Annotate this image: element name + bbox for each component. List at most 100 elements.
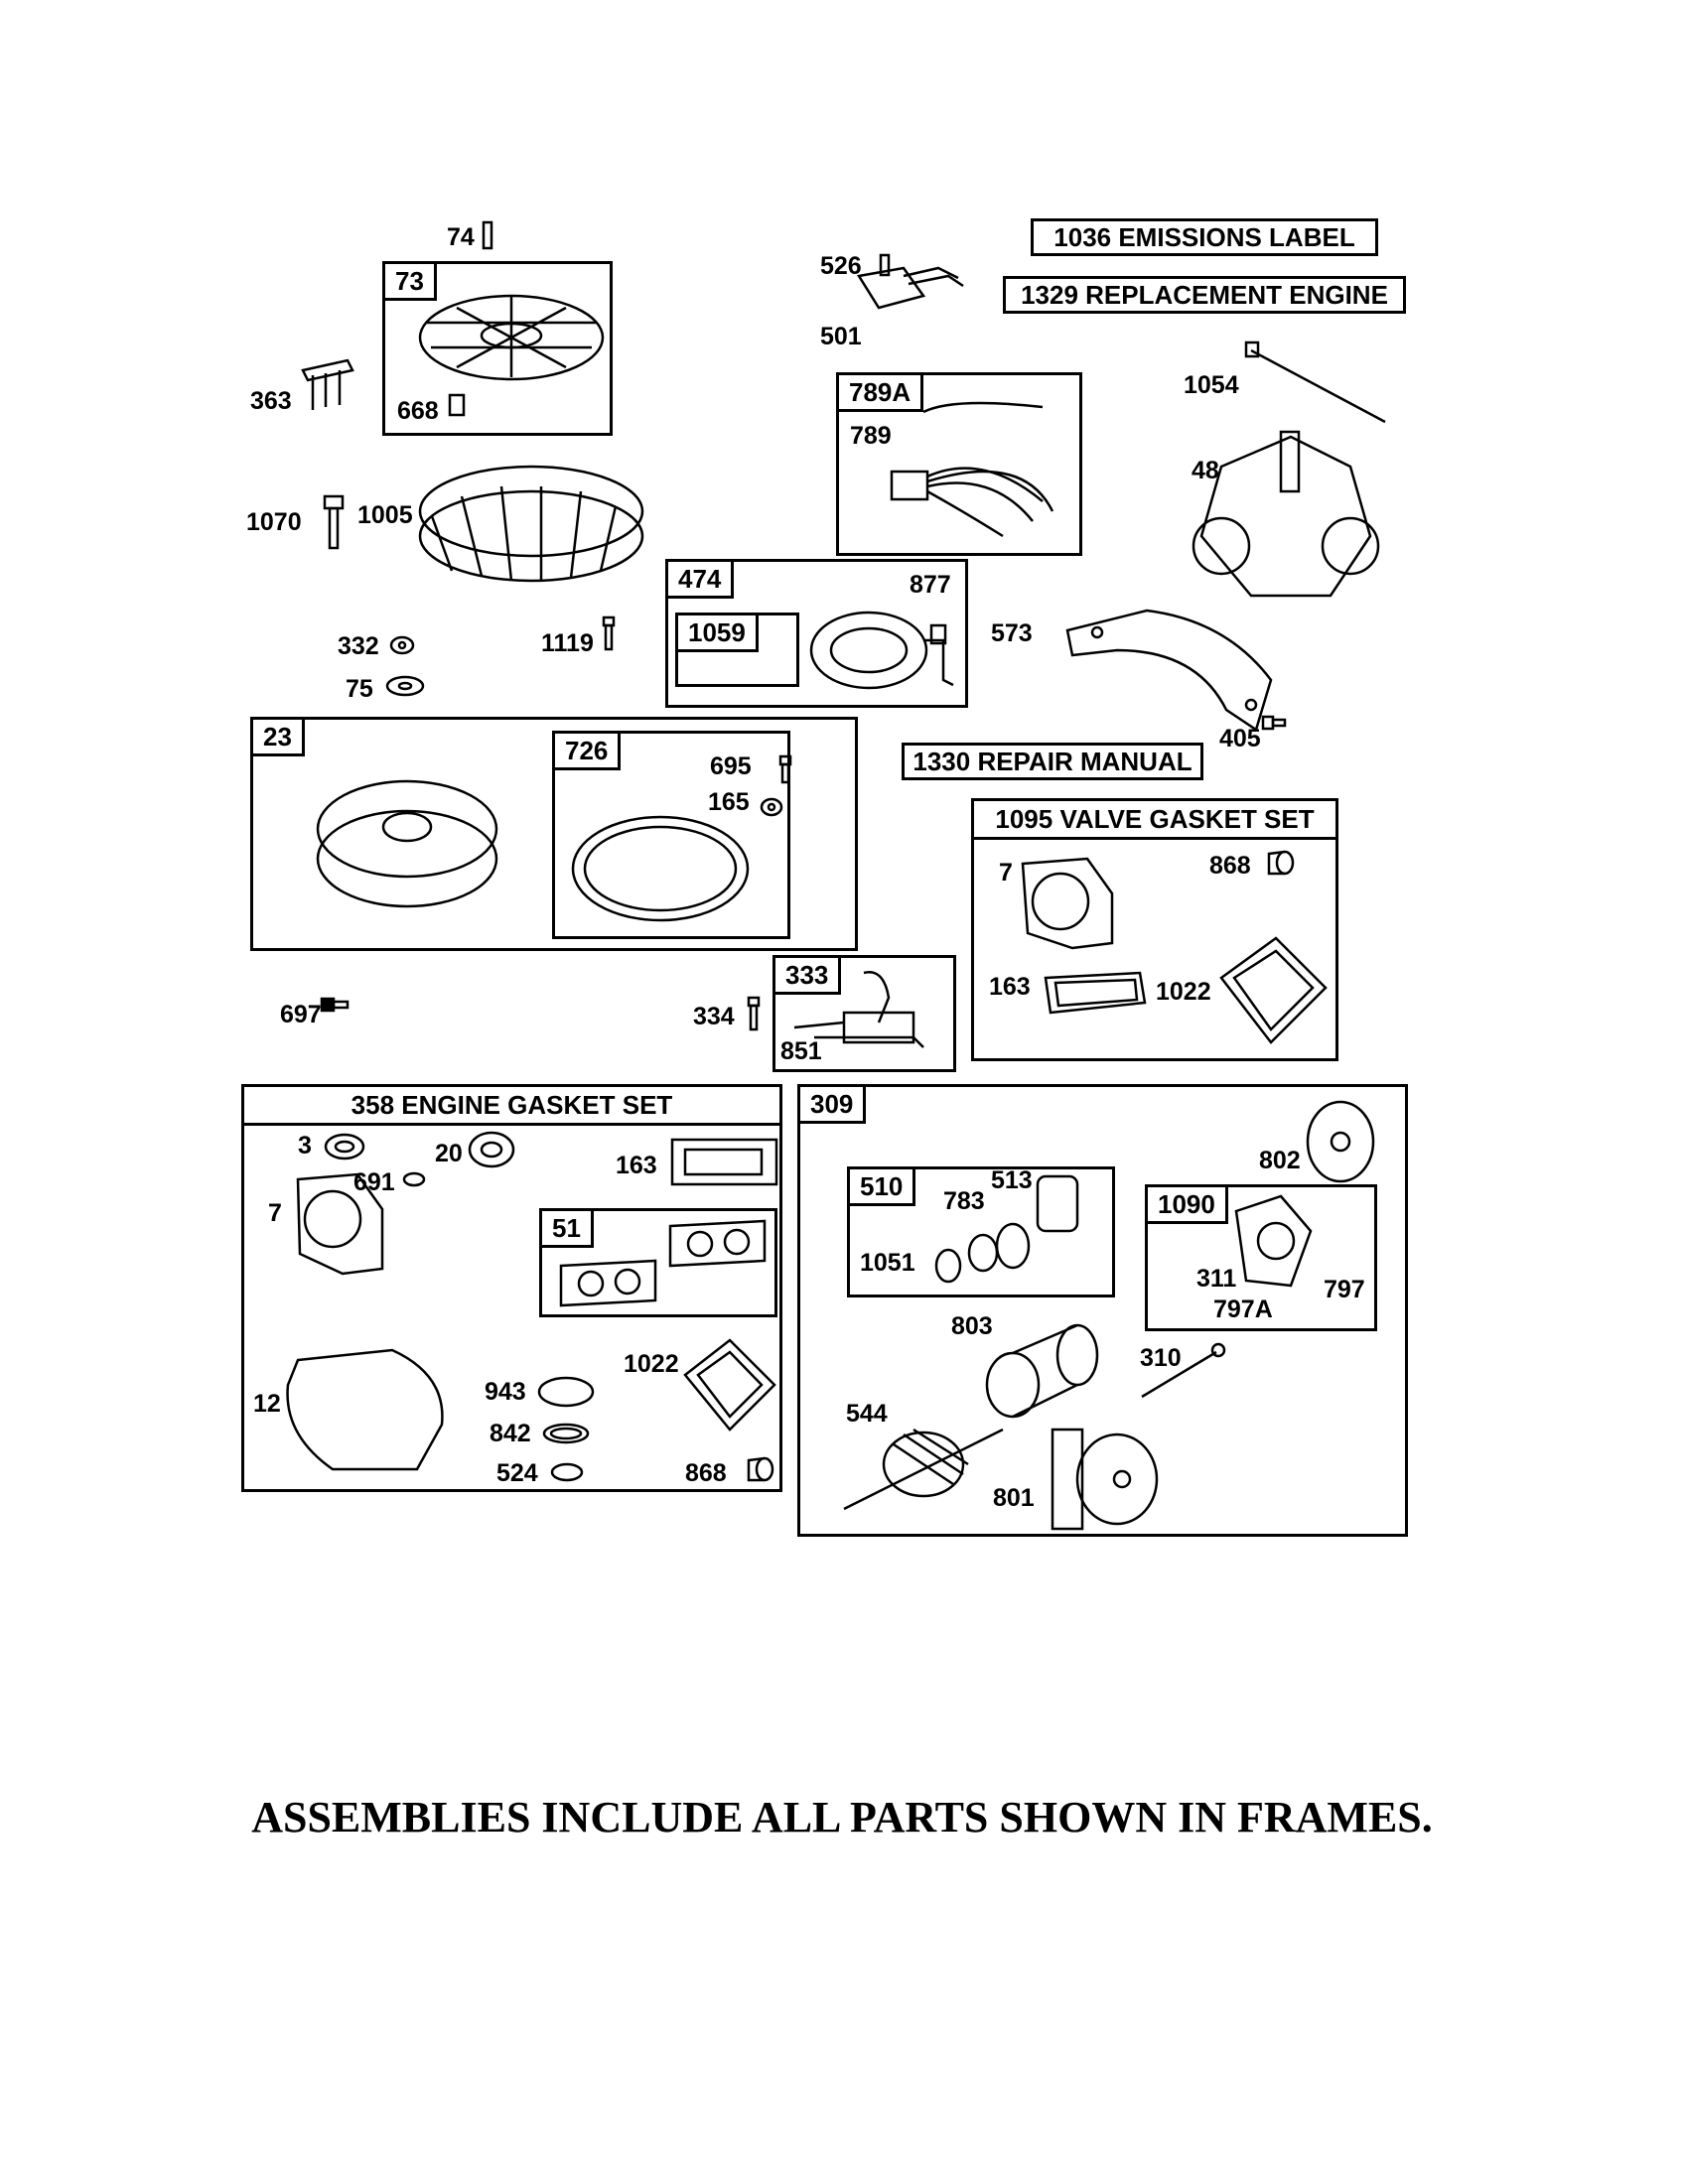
label-544: 544 bbox=[846, 1400, 888, 1428]
frame-51: 51 bbox=[539, 1208, 777, 1317]
label-311: 311 bbox=[1196, 1265, 1237, 1293]
flywheel-23-drawing bbox=[316, 779, 498, 908]
label-851: 851 bbox=[780, 1037, 822, 1065]
frame-726-tag: 726 bbox=[555, 734, 622, 770]
end-cap-801-drawing bbox=[1051, 1428, 1159, 1531]
alternator-877-drawing bbox=[809, 611, 954, 690]
frame-23-tag: 23 bbox=[253, 720, 305, 756]
label-573: 573 bbox=[991, 619, 1033, 647]
armature-544-drawing bbox=[843, 1428, 1004, 1511]
frame-51-tag: 51 bbox=[542, 1211, 594, 1248]
label-877: 877 bbox=[910, 571, 951, 599]
nut-165-drawing bbox=[760, 797, 783, 817]
label-797: 797 bbox=[1324, 1276, 1365, 1303]
frame-73-tag: 73 bbox=[385, 264, 437, 301]
nut-332-drawing bbox=[389, 635, 415, 655]
label-48: 48 bbox=[1192, 457, 1219, 484]
label-1119: 1119 bbox=[541, 629, 594, 657]
repair-manual-box: 1330 REPAIR MANUAL bbox=[902, 743, 1203, 780]
frame-474: 474 bbox=[665, 559, 968, 708]
intake-gaskets-51-drawing bbox=[559, 1219, 767, 1307]
frame-358-header: 358 ENGINE GASKET SET bbox=[244, 1087, 779, 1126]
replacement-engine-box: 1329 REPLACEMENT ENGINE bbox=[1003, 276, 1406, 314]
frame-726: 726 bbox=[552, 731, 790, 939]
brush-holder-1090-drawing bbox=[1234, 1194, 1313, 1288]
frame-1090: 1090 bbox=[1145, 1184, 1377, 1331]
crankcase-gasket-12-drawing bbox=[286, 1348, 444, 1471]
gasket-1022b-drawing bbox=[683, 1338, 776, 1432]
harness-789-drawing bbox=[890, 401, 1054, 538]
frame-789a: 789A bbox=[836, 372, 1082, 556]
frame-1059: 1059 bbox=[675, 613, 799, 687]
screw-1119-drawing bbox=[602, 615, 616, 651]
frame-358: 358 ENGINE GASKET SET bbox=[241, 1084, 782, 1492]
label-691: 691 bbox=[353, 1168, 395, 1196]
frame-23: 23 bbox=[250, 717, 858, 951]
frame-1095: 1095 VALVE GASKET SET bbox=[971, 798, 1338, 1061]
bracket-363-drawing bbox=[301, 358, 354, 410]
label-697: 697 bbox=[280, 1001, 322, 1028]
screw-405-drawing bbox=[1261, 715, 1287, 731]
label-526: 526 bbox=[820, 252, 862, 280]
label-801: 801 bbox=[993, 1484, 1035, 1512]
frame-1059-tag: 1059 bbox=[678, 615, 759, 652]
label-797a: 797A bbox=[1213, 1296, 1273, 1323]
motor-housing-803-drawing bbox=[985, 1323, 1099, 1419]
gasket-1022a-drawing bbox=[1219, 936, 1328, 1044]
label-363: 363 bbox=[250, 387, 292, 415]
oring-524-drawing bbox=[550, 1462, 584, 1482]
label-1051: 1051 bbox=[860, 1249, 915, 1277]
frame-1090-tag: 1090 bbox=[1148, 1187, 1228, 1224]
drive-assembly-510-drawing bbox=[934, 1174, 1079, 1284]
frame-1095-header: 1095 VALVE GASKET SET bbox=[974, 801, 1335, 840]
frame-309: 309 bbox=[797, 1084, 1408, 1537]
label-1022a: 1022 bbox=[1156, 978, 1211, 1006]
head-gasket-1095-drawing bbox=[1021, 857, 1114, 950]
label-868b: 868 bbox=[685, 1459, 727, 1487]
bolt-695-drawing bbox=[778, 754, 792, 784]
tie-1054-drawing bbox=[1244, 341, 1386, 424]
label-783: 783 bbox=[943, 1187, 985, 1215]
ignition-coil-333-drawing bbox=[793, 971, 924, 1048]
label-310: 310 bbox=[1140, 1344, 1182, 1372]
label-163b: 163 bbox=[616, 1152, 657, 1179]
assemblies-note: ASSEMBLIES INCLUDE ALL PARTS SHOWN IN FR… bbox=[251, 1793, 1433, 1842]
label-789: 789 bbox=[850, 422, 892, 450]
label-501: 501 bbox=[820, 323, 862, 350]
frame-333-tag: 333 bbox=[775, 958, 842, 995]
ring-gear-726-drawing bbox=[571, 815, 750, 922]
label-524: 524 bbox=[496, 1459, 538, 1487]
frame-474-tag: 474 bbox=[668, 562, 735, 599]
label-74: 74 bbox=[447, 223, 475, 251]
engine-block-48-drawing bbox=[1192, 430, 1380, 598]
head-gasket-7b-drawing bbox=[296, 1172, 384, 1276]
label-3: 3 bbox=[298, 1132, 312, 1160]
label-513: 513 bbox=[991, 1166, 1033, 1194]
bolt-74-drawing bbox=[482, 220, 493, 250]
fan-1005-drawing bbox=[418, 465, 644, 583]
oring-943-drawing bbox=[537, 1376, 595, 1408]
frame-510: 510 bbox=[847, 1166, 1115, 1297]
label-868a: 868 bbox=[1209, 852, 1251, 880]
rotating-screen-drawing bbox=[418, 294, 605, 381]
label-163a: 163 bbox=[989, 973, 1031, 1001]
frame-789a-tag: 789A bbox=[839, 375, 924, 412]
frame-333: 333 bbox=[772, 955, 956, 1072]
label-334: 334 bbox=[693, 1003, 735, 1030]
seal-3-drawing bbox=[324, 1133, 365, 1160]
label-1054: 1054 bbox=[1184, 371, 1239, 399]
frame-510-tag: 510 bbox=[850, 1169, 916, 1206]
seal-868a-drawing bbox=[1267, 850, 1295, 876]
baffle-573-drawing bbox=[1065, 609, 1273, 732]
label-668: 668 bbox=[397, 397, 439, 425]
label-7a: 7 bbox=[999, 859, 1013, 887]
bolt-1070-drawing bbox=[323, 494, 345, 550]
label-1070: 1070 bbox=[246, 508, 302, 536]
thru-bolt-310-drawing bbox=[1141, 1342, 1226, 1399]
label-7b: 7 bbox=[268, 1199, 282, 1227]
label-12: 12 bbox=[253, 1390, 281, 1418]
label-332: 332 bbox=[338, 632, 379, 660]
label-1022b: 1022 bbox=[624, 1350, 679, 1378]
label-695: 695 bbox=[710, 752, 752, 780]
